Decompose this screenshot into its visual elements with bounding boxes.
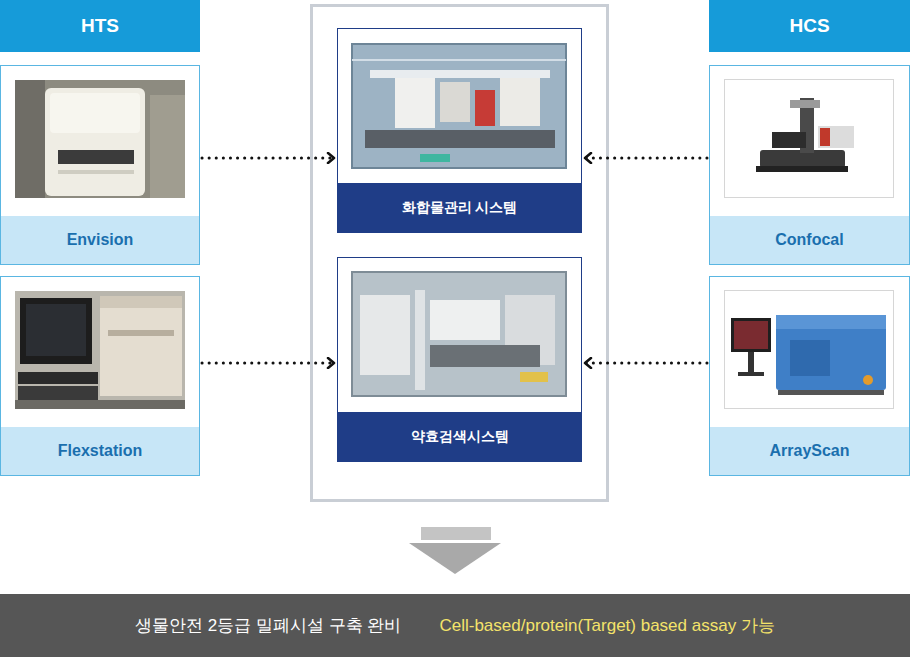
instrument-photo — [15, 291, 185, 409]
instrument-card: Confocal — [709, 65, 910, 265]
instrument-photo — [15, 80, 185, 198]
system-box: 약효검색시스템 — [337, 257, 582, 462]
instrument-card: Envision — [0, 65, 200, 265]
card-label: Envision — [1, 216, 199, 264]
system-label: 화합물관리 시스템 — [338, 183, 581, 232]
footer-band: 생물안전 2등급 밀폐시설 구축 완비 Cell-based/protein(Ta… — [0, 594, 910, 657]
dotted-arrow — [584, 362, 707, 365]
system-photo — [352, 44, 566, 168]
system-label: 약효검색시스템 — [338, 412, 581, 461]
system-photo — [352, 272, 566, 396]
card-label: ArrayScan — [710, 427, 909, 475]
card-label: Confocal — [710, 216, 909, 264]
note-text: Cell-based/protein(Target) based assay 가… — [439, 614, 774, 637]
header-band: HTS — [0, 0, 200, 52]
instrument-photo — [725, 80, 894, 198]
group-frame — [312, 6, 608, 501]
dotted-arrow — [202, 157, 335, 160]
header-text: HCS — [789, 15, 829, 37]
instrument-card: ArrayScan — [709, 276, 910, 476]
card-label: Flexstation — [1, 427, 199, 475]
header-band: HCS — [709, 0, 910, 52]
instrument-card: Flexstation — [0, 276, 200, 476]
header-text: HTS — [81, 15, 119, 37]
dotted-arrow — [202, 362, 335, 365]
instrument-photo — [725, 291, 894, 409]
dotted-arrow — [584, 157, 707, 160]
flow-arrow — [409, 527, 501, 574]
note-text: 생물안전 2등급 밀폐시설 구축 완비 — [135, 614, 401, 637]
system-box: 화합물관리 시스템 — [337, 28, 582, 233]
